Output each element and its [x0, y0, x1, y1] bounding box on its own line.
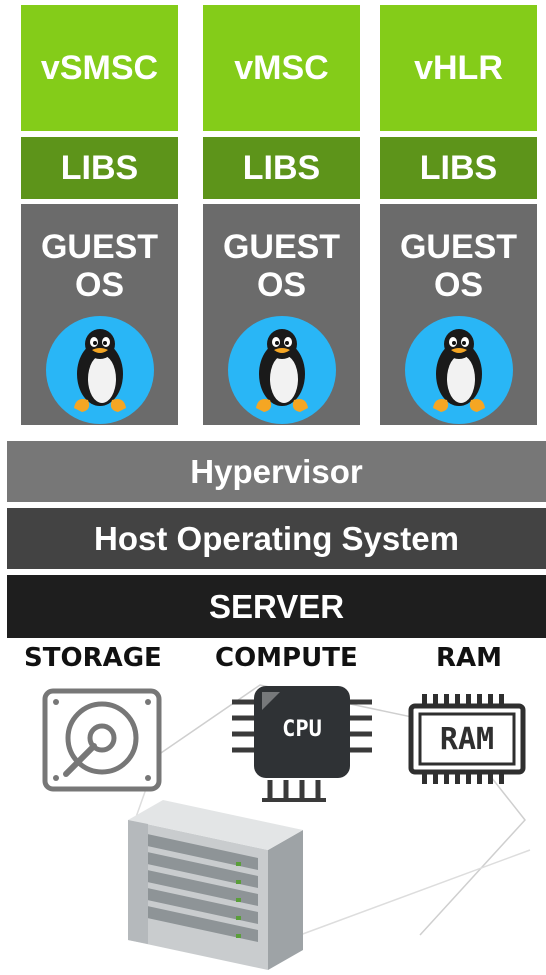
host-os-layer: Host Operating System — [7, 508, 546, 569]
guest-os-label: GUEST OS — [40, 228, 159, 304]
server-layer: SERVER — [7, 575, 546, 638]
hypervisor-layer: Hypervisor — [7, 441, 546, 502]
linux-penguin-icon — [404, 316, 513, 424]
vm-libs-1: LIBS — [21, 137, 178, 199]
ram-icon — [408, 694, 526, 784]
hard-drive-icon — [42, 688, 162, 792]
vm-app-vhlr: vHLR — [380, 5, 537, 131]
vm-app-vmsc: vMSC — [203, 5, 360, 131]
cpu-chip-label: CPU — [282, 717, 322, 742]
server-rack-icon — [128, 800, 303, 970]
compute-label: COMPUTE — [215, 643, 358, 673]
vm-libs-2: LIBS — [203, 137, 360, 199]
vm-guest-os-2: GUEST OS — [203, 204, 360, 425]
guest-os-label: GUEST OS — [222, 228, 341, 304]
guest-os-label: GUEST OS — [399, 228, 518, 304]
linux-penguin-icon — [45, 316, 154, 424]
vm-guest-os-3: GUEST OS — [380, 204, 537, 425]
ram-label: RAM — [436, 643, 503, 673]
vm-libs-3: LIBS — [380, 137, 537, 199]
vm-guest-os-1: GUEST OS — [21, 204, 178, 425]
vm-app-vsmsc: vSMSC — [21, 5, 178, 131]
linux-penguin-icon — [227, 316, 336, 424]
storage-label: STORAGE — [24, 643, 162, 673]
cpu-icon — [232, 686, 372, 802]
ram-chip-label: RAM — [439, 722, 495, 757]
